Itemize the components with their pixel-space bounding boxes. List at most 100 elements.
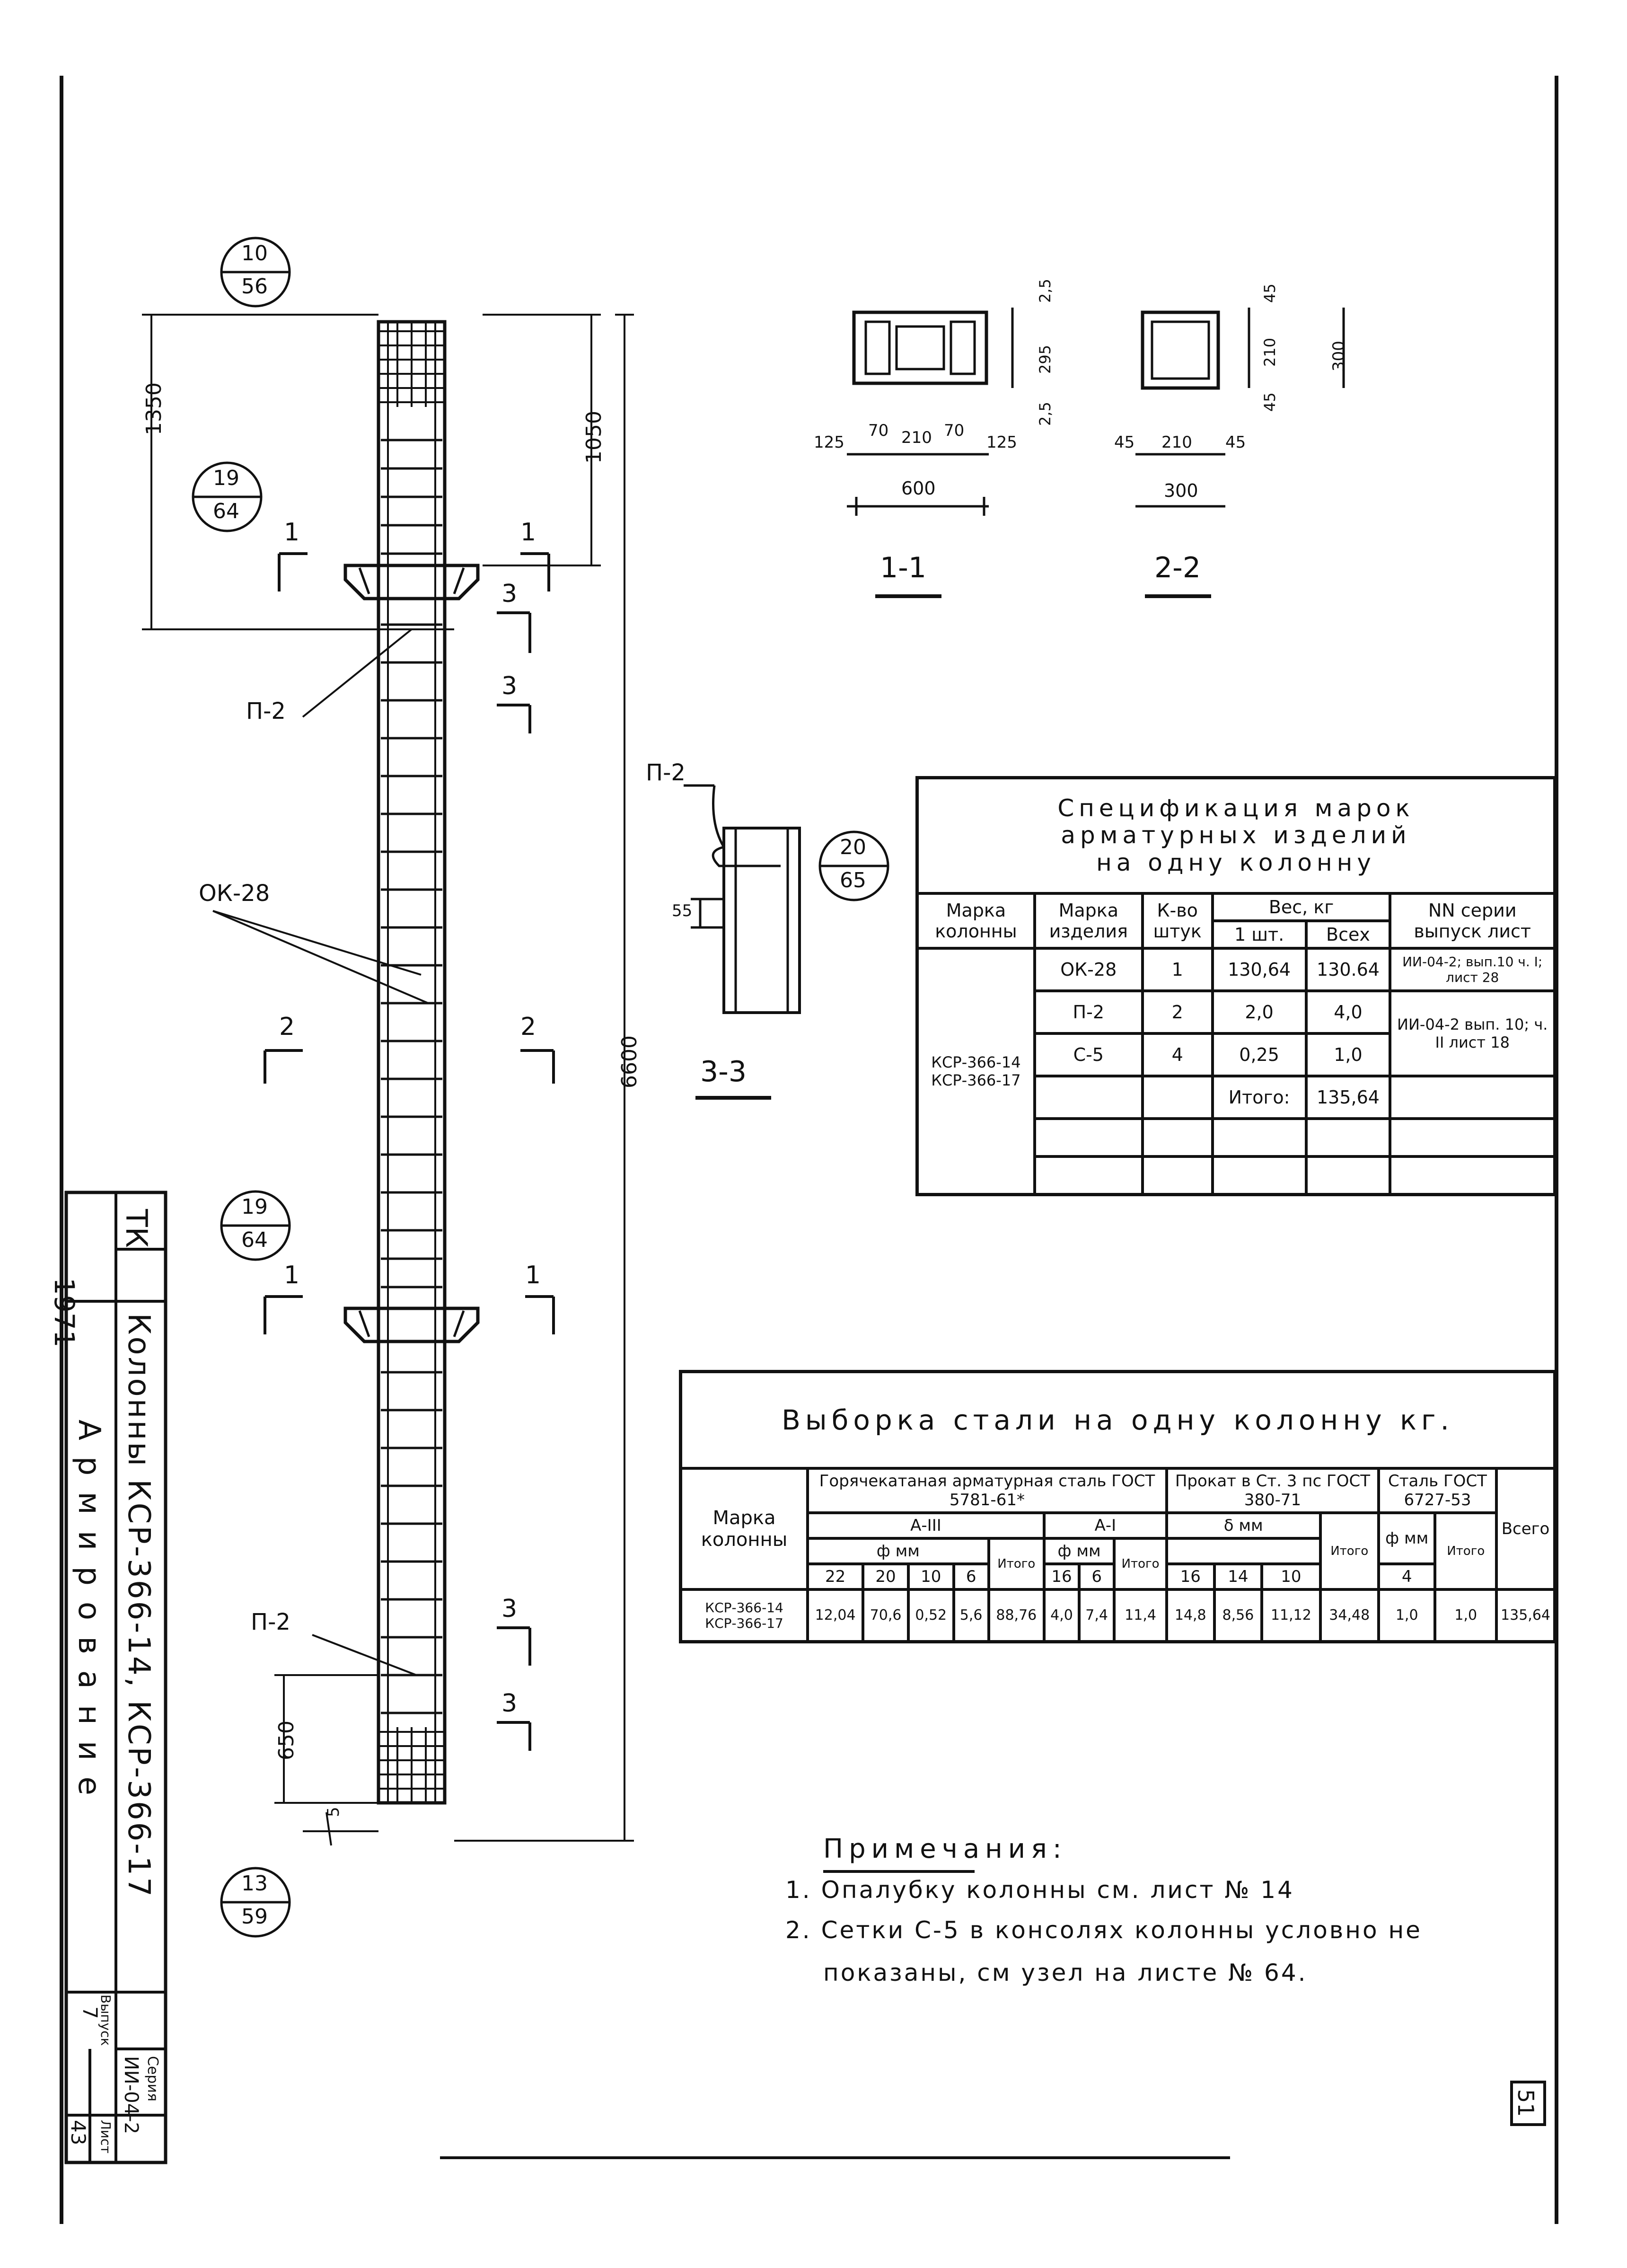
label-p2-top: П-2 <box>246 698 286 724</box>
spec-empty <box>1141 1075 1214 1120</box>
spec-empty <box>1389 1155 1557 1196</box>
s11-dim-70b: 70 <box>944 421 965 440</box>
title-block-lines <box>64 1191 167 2164</box>
reference-circles <box>192 237 889 1938</box>
steel-value: 14,8 <box>1165 1588 1216 1643</box>
steel-h-itogo-a3: Итого <box>987 1537 1046 1591</box>
steel-h-delta-sub <box>1165 1537 1322 1565</box>
spec-empty <box>1033 1075 1144 1120</box>
s11-dim-25a: 2,5 <box>1036 279 1054 303</box>
steel-value: 12,04 <box>806 1588 865 1643</box>
steel-size: 16 <box>1042 1562 1081 1591</box>
steel-size: 14 <box>1213 1562 1264 1591</box>
title-series: ИИ-04-2 <box>120 2056 142 2135</box>
steel-value: 1,0 <box>1377 1588 1437 1643</box>
s22-dim-210: 210 <box>1161 433 1192 452</box>
spec-h-wall: Всех <box>1304 919 1392 950</box>
cut-1-left-bottom: 1 <box>284 1261 300 1289</box>
leader-lines <box>212 628 429 1676</box>
s22-dim-45d: 45 <box>1261 392 1279 412</box>
spec-empty <box>1033 1155 1144 1196</box>
cut-1-right-top: 1 <box>520 518 536 547</box>
column-body <box>343 320 480 1805</box>
steel-value: 8,56 <box>1213 1588 1264 1643</box>
spec-h-weight: Вес, кг <box>1211 892 1392 922</box>
steel-value: 135,64 <box>1495 1588 1557 1643</box>
title-year: 1971 <box>48 1278 80 1348</box>
dimension-lines <box>142 314 634 1846</box>
notes-title: Примечания: <box>823 1834 1067 1864</box>
ref-3-num: 19 <box>241 1195 268 1219</box>
spec-total-label: Итого: <box>1211 1075 1308 1120</box>
s22-dim-45b: 45 <box>1225 433 1246 452</box>
s11-dim-125b: 125 <box>986 433 1017 452</box>
steel-h-hot-rolled: Горячекатаная арматурная сталь ГОСТ 5781… <box>806 1467 1168 1514</box>
steel-value: 1,0 <box>1434 1588 1498 1643</box>
spec-title: Спецификация марок арматурных изделий на… <box>915 776 1557 895</box>
steel-size: 16 <box>1165 1562 1216 1591</box>
spec-wall: 4,0 <box>1304 989 1392 1035</box>
steel-value: 4,0 <box>1042 1588 1081 1643</box>
spec-empty <box>1389 1117 1557 1158</box>
spec-h-w1: 1 шт. <box>1211 919 1308 950</box>
spec-qty: 4 <box>1141 1032 1214 1077</box>
steel-h-steel: Сталь ГОСТ 6727-53 <box>1377 1467 1498 1514</box>
section-2-2 <box>1135 308 1345 598</box>
spec-w1: 130,64 <box>1211 947 1308 992</box>
spec-empty <box>1141 1155 1214 1196</box>
spec-empty <box>1304 1117 1392 1158</box>
note-2: 2. Сетки С-5 в консолях колонны условно … <box>785 1916 1422 1944</box>
spec-qty: 2 <box>1141 989 1214 1035</box>
cut-3-c: 3 <box>501 1595 518 1623</box>
dim-1350: 1350 <box>142 382 166 435</box>
ref-1-num: 10 <box>241 241 268 265</box>
dim-6600: 6600 <box>617 1035 642 1088</box>
label-p2-bottom: П-2 <box>251 1609 290 1635</box>
s33-dim-55: 55 <box>672 901 693 920</box>
spec-h-item-mark: Марка изделия <box>1033 892 1144 950</box>
spec-title-line1: Спецификация марок <box>1057 794 1415 822</box>
s33-title: 3-3 <box>700 1055 747 1088</box>
steel-value: 0,52 <box>906 1588 955 1643</box>
title-sheet: 43 <box>67 2120 90 2145</box>
steel-h-phi-steel: ф мм <box>1377 1511 1437 1565</box>
ref-2-den: 64 <box>213 499 239 523</box>
page-number-box <box>1510 2081 1546 2126</box>
spec-h-series: NN серии выпуск лист <box>1389 892 1557 950</box>
steel-size: 6 <box>1078 1562 1116 1591</box>
s11-dim-210: 210 <box>901 428 932 447</box>
label-ok28: ОК-28 <box>199 880 270 907</box>
ref-3-den: 64 <box>241 1228 268 1252</box>
ref-1-den: 56 <box>241 274 268 299</box>
spec-title-line3: на одну колонну <box>1096 848 1376 876</box>
title-issue-label: Выпуск <box>98 1994 114 2046</box>
ref-4-den: 59 <box>241 1905 268 1929</box>
spec-qty: 1 <box>1141 947 1214 992</box>
steel-size: 20 <box>862 1562 910 1591</box>
steel-value: 7,4 <box>1078 1588 1116 1643</box>
steel-h-phi-a1: ф мм <box>1042 1537 1116 1565</box>
spec-h-qty: К-во штук <box>1141 892 1214 950</box>
section-1-1 <box>847 308 1014 598</box>
s11-dim-125a: 125 <box>814 433 844 452</box>
spec-col-marks: КСР-366-14 КСР-366-17 <box>915 947 1036 1196</box>
dim-1050: 1050 <box>582 411 606 464</box>
note-1: 1. Опалубку колонны см. лист № 14 <box>785 1876 1294 1904</box>
s22-dim-210v: 210 <box>1261 337 1279 367</box>
section-3-3 <box>684 784 801 1100</box>
dim-650: 650 <box>274 1721 299 1760</box>
spec-total-value: 135,64 <box>1304 1075 1392 1120</box>
steel-value: 11,4 <box>1113 1588 1168 1643</box>
spec-item: П-2 <box>1033 989 1144 1035</box>
steel-row-mark: КСР-366-14 КСР-366-17 <box>679 1588 809 1643</box>
steel-value: 5,6 <box>952 1588 990 1643</box>
steel-h-rolled: Прокат в Ст. 3 пс ГОСТ 380-71 <box>1165 1467 1380 1514</box>
steel-size: 10 <box>906 1562 955 1591</box>
s11-dim-25b: 2,5 <box>1036 402 1054 426</box>
spec-ref: ИИ-04-2 вып. 10; ч. II лист 18 <box>1389 989 1557 1077</box>
steel-h-itogo-rolled: Итого <box>1319 1511 1380 1591</box>
steel-h-a3: А-III <box>806 1511 1046 1540</box>
ref-33-den: 65 <box>840 868 866 892</box>
steel-value: 70,6 <box>862 1588 910 1643</box>
